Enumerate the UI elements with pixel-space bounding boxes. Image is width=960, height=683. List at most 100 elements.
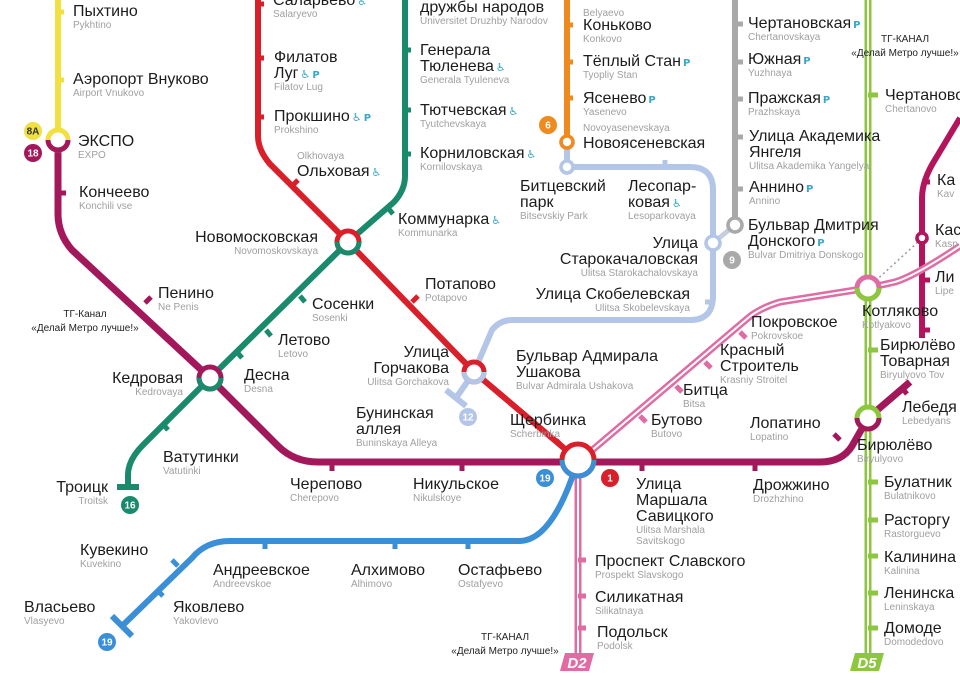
hub-kotlyakovo[interactable] — [854, 274, 882, 302]
line-18[interactable] — [54, 148, 913, 466]
hub-novoyasenevskaya[interactable] — [559, 134, 575, 150]
line-12[interactable] — [453, 148, 716, 400]
hub-novomoskovskaya[interactable] — [334, 228, 362, 256]
hub-ulitsa-gorchakova[interactable] — [461, 359, 487, 385]
line-19[interactable] — [119, 465, 579, 629]
hub-bitsevsky-park[interactable] — [559, 159, 575, 175]
line-badge[interactable]: 6 — [539, 116, 557, 134]
station-label[interactable]: Саларьево♿Salaryevo — [273, 0, 367, 20]
hub-ulitsa-starokachalovskaya[interactable] — [704, 234, 722, 252]
line-badge[interactable]: 16 — [121, 496, 139, 514]
station-label[interactable]: Тютчевская♿Tyutchevskaya — [420, 102, 518, 130]
line-1[interactable] — [255, 0, 580, 463]
line-badge[interactable]: 9 — [723, 251, 741, 269]
line-badge[interactable]: 12 — [459, 408, 477, 426]
hub-scherbinka[interactable] — [559, 441, 597, 479]
station-label[interactable]: Лесопар-ковая♿Lesoparkovaya — [628, 178, 696, 222]
line-badge[interactable]: 18 — [24, 144, 42, 162]
line-16[interactable] — [125, 0, 408, 487]
line-badge[interactable]: D2 — [560, 653, 594, 672]
hub-kedrovaya[interactable] — [196, 364, 224, 392]
hub-kaspiyskaya[interactable] — [915, 231, 929, 245]
line-badge[interactable]: 1 — [601, 469, 619, 487]
line-badge[interactable]: D5 — [850, 653, 884, 672]
line-badge[interactable]: 19 — [536, 469, 554, 487]
line-badge[interactable]: 19 — [98, 633, 116, 651]
station-label[interactable]: Коммунарка♿Kommunarka — [398, 211, 501, 239]
station-label[interactable]: Корниловская♿Kornilovskaya — [420, 145, 536, 173]
hub-biryulyovo[interactable] — [854, 404, 882, 432]
line-badge[interactable]: 8A — [24, 122, 42, 140]
hub-bulvar-dmitriya-donskogo[interactable] — [726, 216, 744, 234]
line-maroon[interactable] — [919, 116, 960, 338]
station-label[interactable]: Belyaevo — [583, 8, 625, 19]
hub-expo[interactable] — [45, 127, 71, 153]
